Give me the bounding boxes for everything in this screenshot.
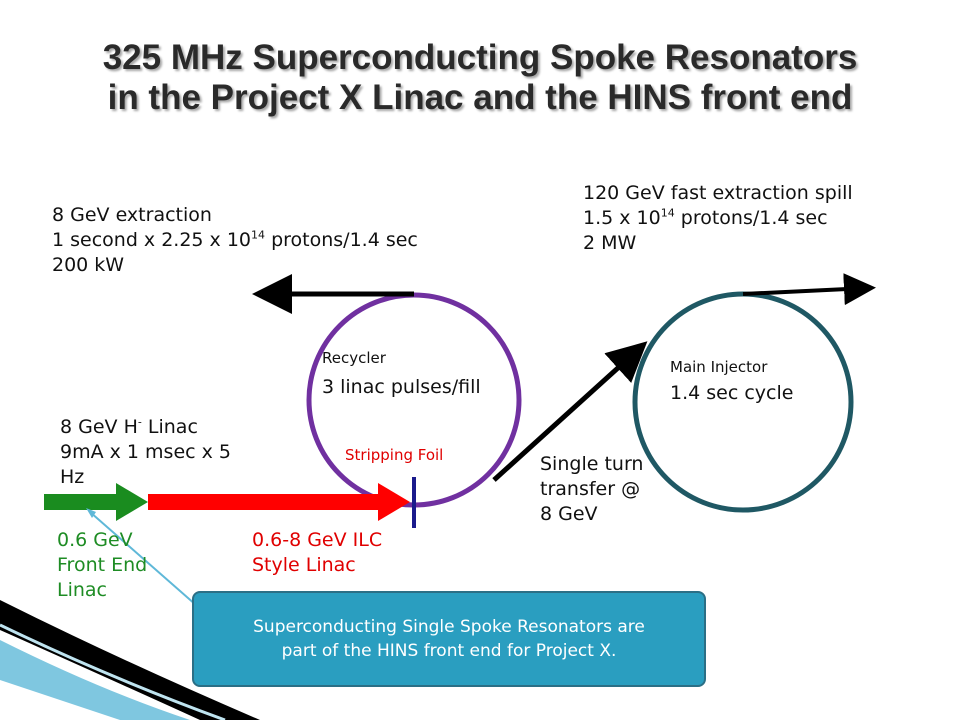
title-line-2: in the Project X Linac and the HINS fron… bbox=[107, 78, 853, 117]
recycler-ring bbox=[306, 292, 522, 508]
callout-pointer bbox=[89, 511, 197, 606]
ilc-linac-text: 0.6-8 GeV ILC Style Linac bbox=[252, 528, 382, 578]
ilc-linac-arrowhead bbox=[378, 483, 410, 521]
main-injector-sub: 1.4 sec cycle bbox=[670, 382, 794, 404]
transfer-arrow bbox=[492, 341, 648, 482]
decorative-swoosh bbox=[0, 600, 260, 720]
fast-extraction-line3: 2 MW bbox=[583, 232, 637, 254]
front-end-beam bbox=[44, 494, 120, 510]
front-end-line2: Front End bbox=[57, 554, 148, 576]
recycler-sub: 3 linac pulses/fill bbox=[322, 376, 481, 398]
front-end-arrowhead bbox=[116, 483, 148, 521]
callout-pointer-head bbox=[86, 508, 96, 518]
hins-callout-box: Superconducting Single Spoke Resonators … bbox=[192, 591, 706, 687]
ilc-linac-line1: 0.6-8 GeV ILC bbox=[252, 529, 383, 551]
extraction-8gev-line2: 1 second x 2.25 x 1014 protons/1.4 sec bbox=[52, 228, 418, 251]
main-injector-label: Main Injector bbox=[670, 358, 768, 376]
recycler-label: Recycler bbox=[322, 349, 386, 367]
extraction-8gev-line3: 200 kW bbox=[52, 254, 125, 276]
title-line-1: 325 MHz Superconducting Spoke Resonators bbox=[102, 38, 858, 77]
linac-8gev-text: 8 GeV H- Linac 9mA x 1 msec x 5 Hz bbox=[60, 415, 231, 490]
front-end-line3: Linac bbox=[57, 579, 107, 601]
single-turn-line2: transfer @ bbox=[540, 478, 641, 500]
linac-8gev-line2: 9mA x 1 msec x 5 bbox=[60, 441, 231, 463]
fast-extraction-text: 120 GeV fast extraction spill 1.5 x 1014… bbox=[583, 181, 853, 256]
stripping-foil-label: Stripping Foil bbox=[345, 446, 444, 464]
linac-8gev-line3: Hz bbox=[60, 466, 85, 488]
linac-8gev-line1: 8 GeV H- Linac bbox=[60, 415, 198, 438]
fast-extraction-arrow bbox=[742, 273, 876, 306]
callout-line1: Superconducting Single Spoke Resonators … bbox=[253, 617, 645, 637]
extraction-8gev-line1: 8 GeV extraction bbox=[52, 204, 212, 226]
front-end-line1: 0.6 GeV bbox=[57, 529, 133, 551]
front-end-text: 0.6 GeV Front End Linac bbox=[57, 528, 147, 603]
slide-title: 325 MHz Superconducting Spoke Resonators… bbox=[0, 38, 960, 118]
single-turn-text: Single turn transfer @ 8 GeV bbox=[540, 452, 643, 527]
fast-extraction-line2: 1.5 x 1014 protons/1.4 sec bbox=[583, 206, 828, 229]
ilc-linac-line2: Style Linac bbox=[252, 554, 356, 576]
single-turn-line3: 8 GeV bbox=[540, 503, 598, 525]
fast-extraction-line1: 120 GeV fast extraction spill bbox=[583, 182, 853, 204]
callout-line2: part of the HINS front end for Project X… bbox=[281, 641, 617, 661]
extraction-8gev-text: 8 GeV extraction 1 second x 2.25 x 1014 … bbox=[52, 203, 418, 278]
single-turn-line1: Single turn bbox=[540, 453, 644, 475]
ilc-linac-beam bbox=[148, 494, 383, 510]
